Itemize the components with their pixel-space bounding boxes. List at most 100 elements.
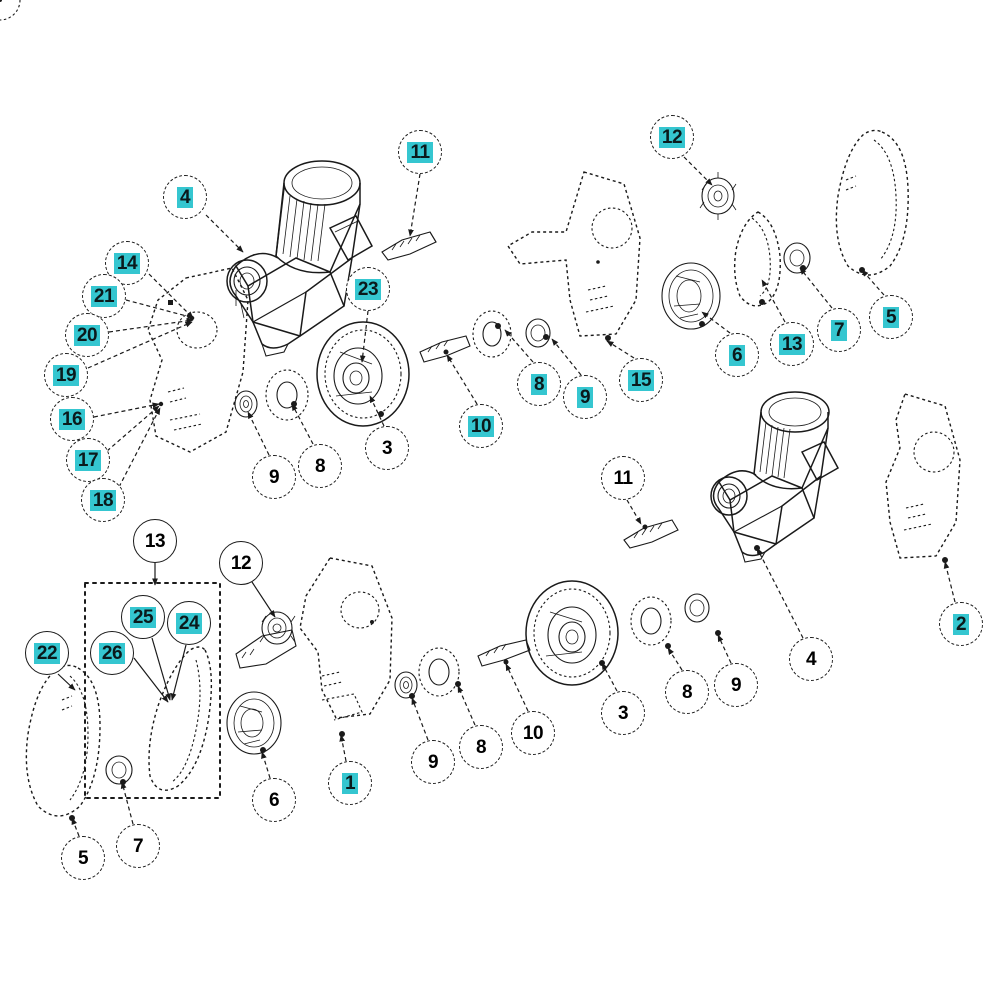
callout-bubble-8[interactable]: 8 [298, 444, 342, 488]
leader-line [71, 817, 80, 837]
callout-bubble-2[interactable]: 2 [939, 602, 983, 646]
callout-bubble-11[interactable]: 11 [601, 456, 645, 500]
callout-number: 23 [354, 278, 382, 300]
callout-bubble-10[interactable]: 10 [511, 711, 555, 755]
leader-line [148, 273, 194, 319]
callout-bubble-6[interactable]: 6 [715, 333, 759, 377]
callout-number: 12 [658, 126, 686, 148]
callout-number: 3 [381, 437, 393, 459]
callout-bubble-5[interactable]: 5 [61, 836, 105, 880]
callout-bubble-4[interactable]: 4 [163, 175, 207, 219]
leader-line [261, 751, 271, 779]
leader-line [667, 647, 683, 671]
callout-bubble-5[interactable]: 5 [869, 295, 913, 339]
callout-bubble-7[interactable]: 7 [116, 824, 160, 868]
callout-bubble-18[interactable]: 18 [81, 478, 125, 522]
leader-line [93, 402, 160, 418]
leader-line [118, 407, 161, 488]
callout-bubble-22[interactable]: 22 [25, 631, 69, 675]
callout-number: 18 [89, 489, 117, 511]
leader-line [761, 279, 786, 323]
part-motor-upper [226, 160, 374, 357]
callout-bubble-3[interactable]: 3 [601, 691, 645, 735]
part-timing-belt-lower [148, 646, 213, 791]
leader-line [551, 338, 582, 376]
leader-line [701, 311, 731, 334]
part-bearing-9-mid [525, 318, 551, 348]
callout-bubble-8[interactable]: 8 [459, 725, 503, 769]
callout-bubble-12[interactable]: 12 [650, 115, 694, 159]
callout-number: 15 [627, 369, 655, 391]
callout-number: 24 [175, 612, 203, 634]
callout-number: 17 [74, 449, 102, 471]
part-sprocket-6-lower [226, 691, 282, 755]
leader-line [799, 267, 833, 309]
callout-number: 26 [98, 642, 126, 664]
callout-number: 9 [427, 751, 439, 773]
callout-bubble-16[interactable]: 16 [50, 397, 94, 441]
callout-bubble-8[interactable]: 8 [517, 362, 561, 406]
part-bearing-9-lower-right [684, 593, 721, 636]
part-bracket-plate-right [0, 0, 961, 563]
callout-number: 5 [77, 847, 89, 869]
part-bolt-11-upper [381, 231, 437, 261]
part-bolt-11-lower [623, 519, 679, 549]
callout-number: 3 [617, 702, 629, 724]
callout-number: 8 [475, 736, 487, 758]
callout-bubble-19[interactable]: 19 [44, 353, 88, 397]
callout-bubble-6[interactable]: 6 [252, 778, 296, 822]
leader-line [683, 156, 713, 186]
leader-line [411, 697, 429, 741]
leader-line [125, 299, 195, 320]
leader-line [601, 662, 618, 692]
callout-bubble-13[interactable]: 13 [133, 519, 177, 563]
callout-bubble-14[interactable]: 14 [105, 241, 149, 285]
callout-bubble-21[interactable]: 21 [82, 274, 126, 318]
callout-number: 10 [467, 415, 495, 437]
callout-bubble-12[interactable]: 12 [219, 541, 263, 585]
callout-bubble-3[interactable]: 3 [365, 426, 409, 470]
callout-bubble-1[interactable]: 1 [328, 761, 372, 805]
leader-line [151, 637, 171, 701]
callout-bubble-9[interactable]: 9 [411, 740, 455, 784]
leader-lines [57, 156, 956, 837]
leader-line [457, 685, 476, 726]
callout-bubble-7[interactable]: 7 [817, 308, 861, 352]
part-flywheel-upper [316, 321, 410, 427]
part-sprocket-12-lower [235, 611, 297, 669]
leader-line [339, 734, 347, 762]
callout-bubble-15[interactable]: 15 [619, 358, 663, 402]
leader-line [251, 581, 276, 618]
callout-bubble-11[interactable]: 11 [398, 130, 442, 174]
callout-bubble-8[interactable]: 8 [665, 670, 709, 714]
callout-bubble-26[interactable]: 26 [90, 631, 134, 675]
callout-bubble-25[interactable]: 25 [121, 595, 165, 639]
callout-number: 13 [778, 333, 806, 355]
callout-bubble-9[interactable]: 9 [252, 455, 296, 499]
callout-bubble-9[interactable]: 9 [563, 375, 607, 419]
part-washer-8-lower-right [630, 596, 672, 649]
callout-bubble-4[interactable]: 4 [789, 637, 833, 681]
callout-bubble-10[interactable]: 10 [459, 404, 503, 448]
part-sprocket-6-upper [661, 262, 721, 330]
leader-line [756, 547, 804, 639]
leader-line [291, 403, 314, 445]
leader-line [505, 663, 529, 712]
callout-number: 6 [268, 789, 280, 811]
part-washer-8-upper [265, 369, 309, 421]
callout-bubble-23[interactable]: 23 [346, 267, 390, 311]
leader-line [446, 354, 478, 405]
callout-bubble-13[interactable]: 13 [770, 322, 814, 366]
callout-bubble-17[interactable]: 17 [66, 438, 110, 482]
callout-bubble-9[interactable]: 9 [714, 663, 758, 707]
part-washer-8-lower [418, 647, 461, 697]
leader-line [170, 644, 187, 701]
callout-bubble-24[interactable]: 24 [167, 601, 211, 645]
callout-bubble-20[interactable]: 20 [65, 313, 109, 357]
leader-line [106, 405, 160, 452]
part-bolt-10-upper [419, 335, 471, 363]
callout-number: 11 [613, 467, 633, 489]
part-bearing-9-lower [394, 671, 418, 699]
